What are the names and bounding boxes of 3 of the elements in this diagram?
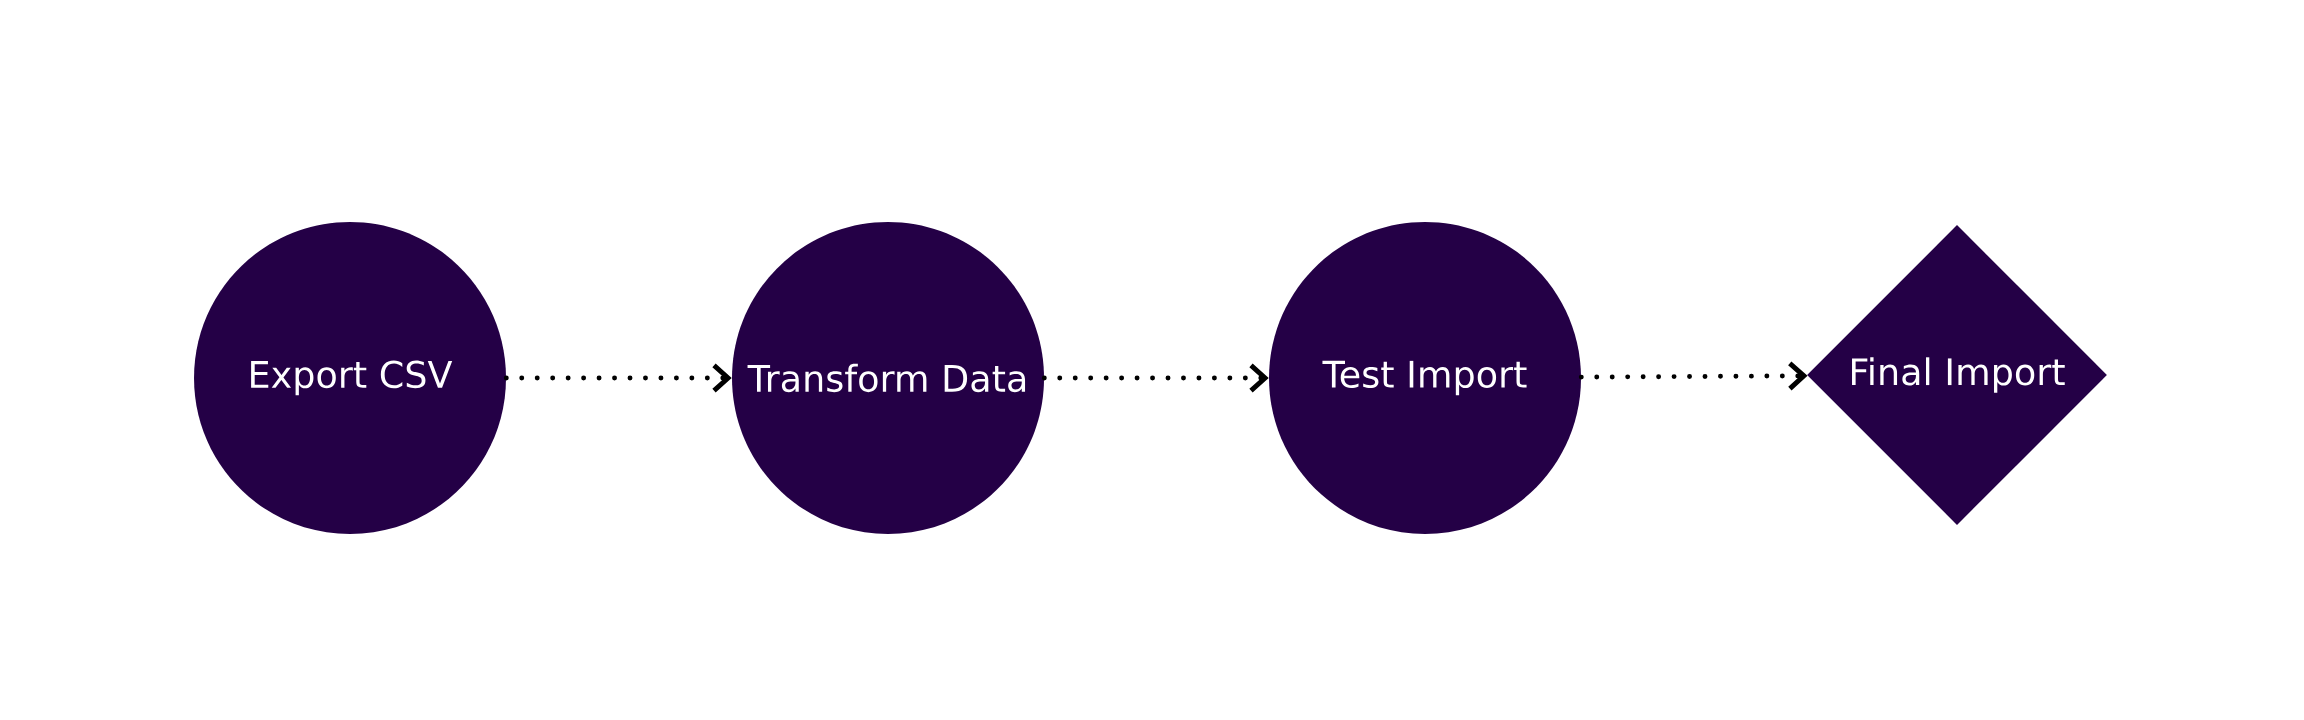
arrow: [1578, 361, 1808, 391]
arrow: [503, 363, 732, 393]
arrow: [1041, 363, 1269, 393]
